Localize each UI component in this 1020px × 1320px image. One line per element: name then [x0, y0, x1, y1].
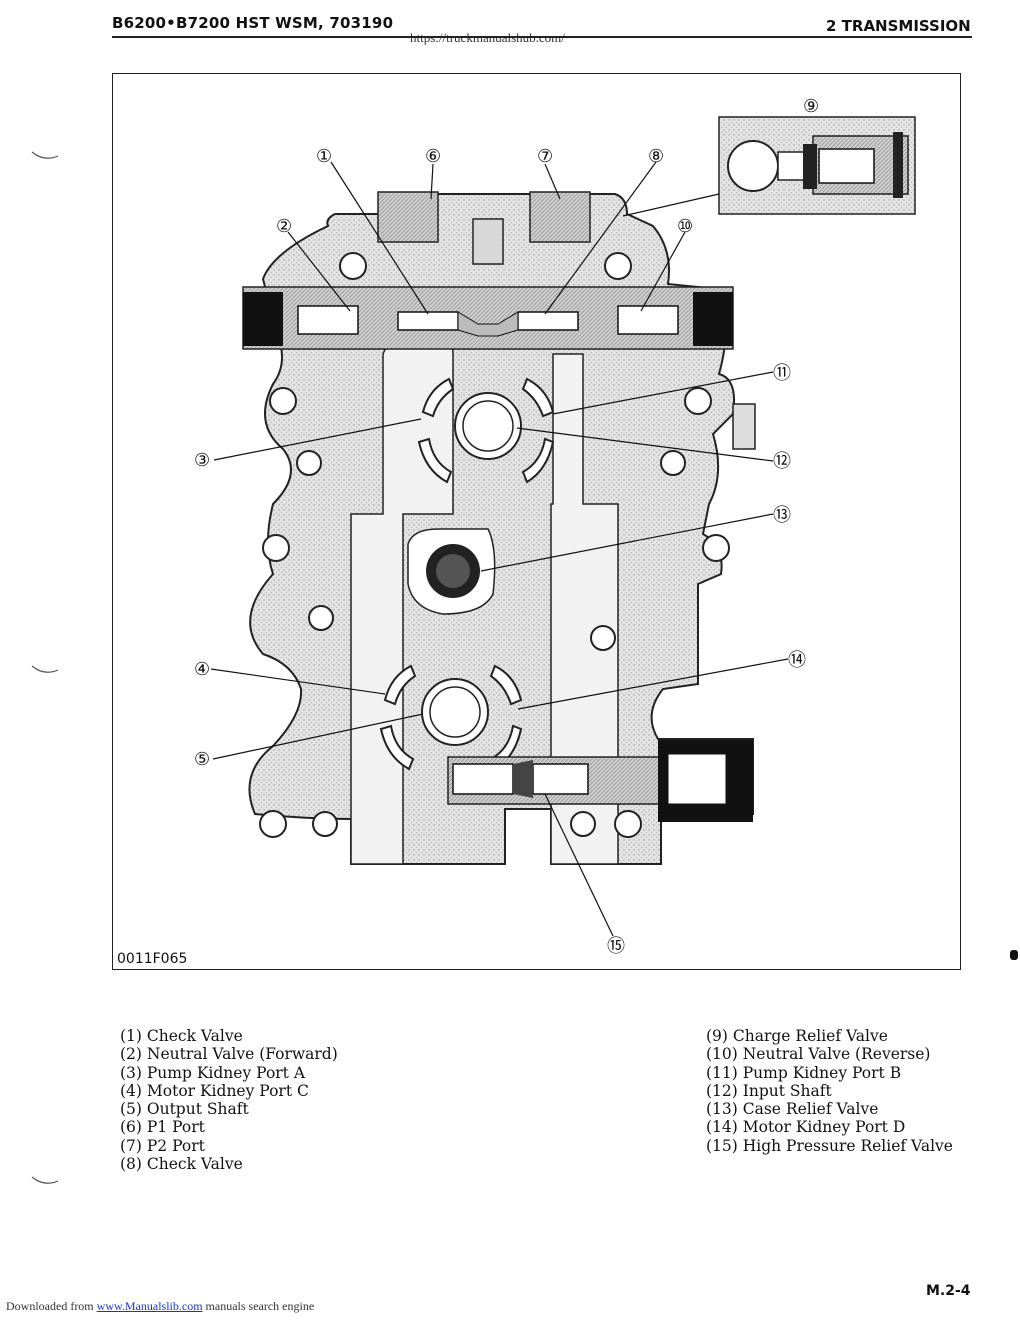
mounting-holes [259, 252, 730, 838]
footer-suffix: manuals search engine [202, 1299, 315, 1313]
legend-item: (14) Motor Kidney Port D [706, 1118, 906, 1137]
manualslib-link[interactable]: www.Manualslib.com [96, 1299, 203, 1313]
document-header-title: B6200•B7200 HST WSM, 703190 [112, 14, 394, 32]
callout-2: ② [276, 216, 292, 237]
legend-left: (1) Check Valve (2) Neutral Valve (Forwa… [120, 1027, 338, 1173]
callout-5: ⑤ [194, 749, 210, 770]
callout-leaders [210, 161, 789, 937]
right-plug [693, 292, 733, 346]
right-channel [550, 353, 619, 865]
legend-item: (6) P1 Port [120, 1118, 205, 1137]
callout-8: ⑧ [648, 146, 664, 167]
callout-3: ③ [194, 450, 210, 471]
header-rule [112, 36, 972, 38]
section-title: 2 TRANSMISSION [826, 17, 971, 35]
header-watermark-url[interactable]: https://truckmanualshub.com/ [410, 30, 565, 46]
callout-markers: ① ② ③ ④ ⑤ ⑥ ⑦ ⑧ ⑨ ⑩ ⑪ ⑫ ⑬ ⑭ ⑮ [194, 96, 819, 957]
pump-kidney-ports [417, 377, 555, 484]
margin-dot [1010, 950, 1018, 960]
callout-4: ④ [194, 659, 210, 680]
figure-code: 0011F065 [117, 951, 188, 967]
callout-11: ⑪ [773, 363, 791, 384]
download-footer: Downloaded from www.Manualslib.com manua… [6, 1299, 314, 1314]
callout-14: ⑭ [788, 650, 806, 671]
p2-port-boss [529, 191, 591, 243]
legend-item: (5) Output Shaft [120, 1100, 249, 1119]
legend-item: (7) P2 Port [120, 1136, 205, 1155]
center-boss [472, 218, 504, 265]
legend-item: (1) Check Valve [120, 1027, 243, 1045]
binder-mark-icon [31, 1176, 59, 1184]
callout-15: ⑮ [607, 936, 625, 957]
callout-7: ⑦ [537, 146, 553, 167]
legend-item: (10) Neutral Valve (Reverse) [706, 1045, 931, 1064]
callout-6: ⑥ [425, 146, 441, 167]
callout-13: ⑬ [773, 505, 791, 526]
legend-item: (11) Pump Kidney Port B [706, 1063, 902, 1082]
legend-right: (9) Charge Relief Valve (10) Neutral Val… [706, 1027, 953, 1155]
legend-item: (8) Check Valve [120, 1155, 243, 1174]
valve-block-diagram: ① ② ③ ④ ⑤ ⑥ ⑦ ⑧ ⑨ ⑩ ⑪ ⑫ ⑬ ⑭ ⑮ [194, 96, 916, 957]
legend-item: (9) Charge Relief Valve [706, 1027, 888, 1045]
input-shaft [454, 392, 522, 460]
binder-mark-icon [31, 151, 59, 159]
footer-prefix: Downloaded from [6, 1299, 97, 1313]
figure-frame: ① ② ③ ④ ⑤ ⑥ ⑦ ⑧ ⑨ ⑩ ⑪ ⑫ ⑬ ⑭ ⑮ 0011F065 [112, 73, 961, 970]
callout-12: ⑫ [773, 451, 791, 472]
callout-1: ① [316, 146, 332, 167]
legend-item: (15) High Pressure Relief Valve [706, 1136, 953, 1155]
legend-item: (4) Motor Kidney Port C [120, 1081, 309, 1100]
side-fitting [732, 403, 756, 450]
legend-item: (2) Neutral Valve (Forward) [120, 1045, 338, 1064]
binder-mark-icon [31, 665, 59, 673]
page-number: M.2-4 [926, 1283, 971, 1299]
legend-item: (12) Input Shaft [706, 1081, 832, 1100]
callout-9: ⑨ [803, 96, 819, 117]
left-plug [243, 292, 283, 346]
output-shaft [421, 678, 489, 746]
legend-item: (3) Pump Kidney Port A [120, 1063, 306, 1082]
callout-10: ⑩ [677, 216, 693, 237]
p1-port-boss [377, 191, 439, 243]
legend-item: (13) Case Relief Valve [706, 1100, 879, 1119]
